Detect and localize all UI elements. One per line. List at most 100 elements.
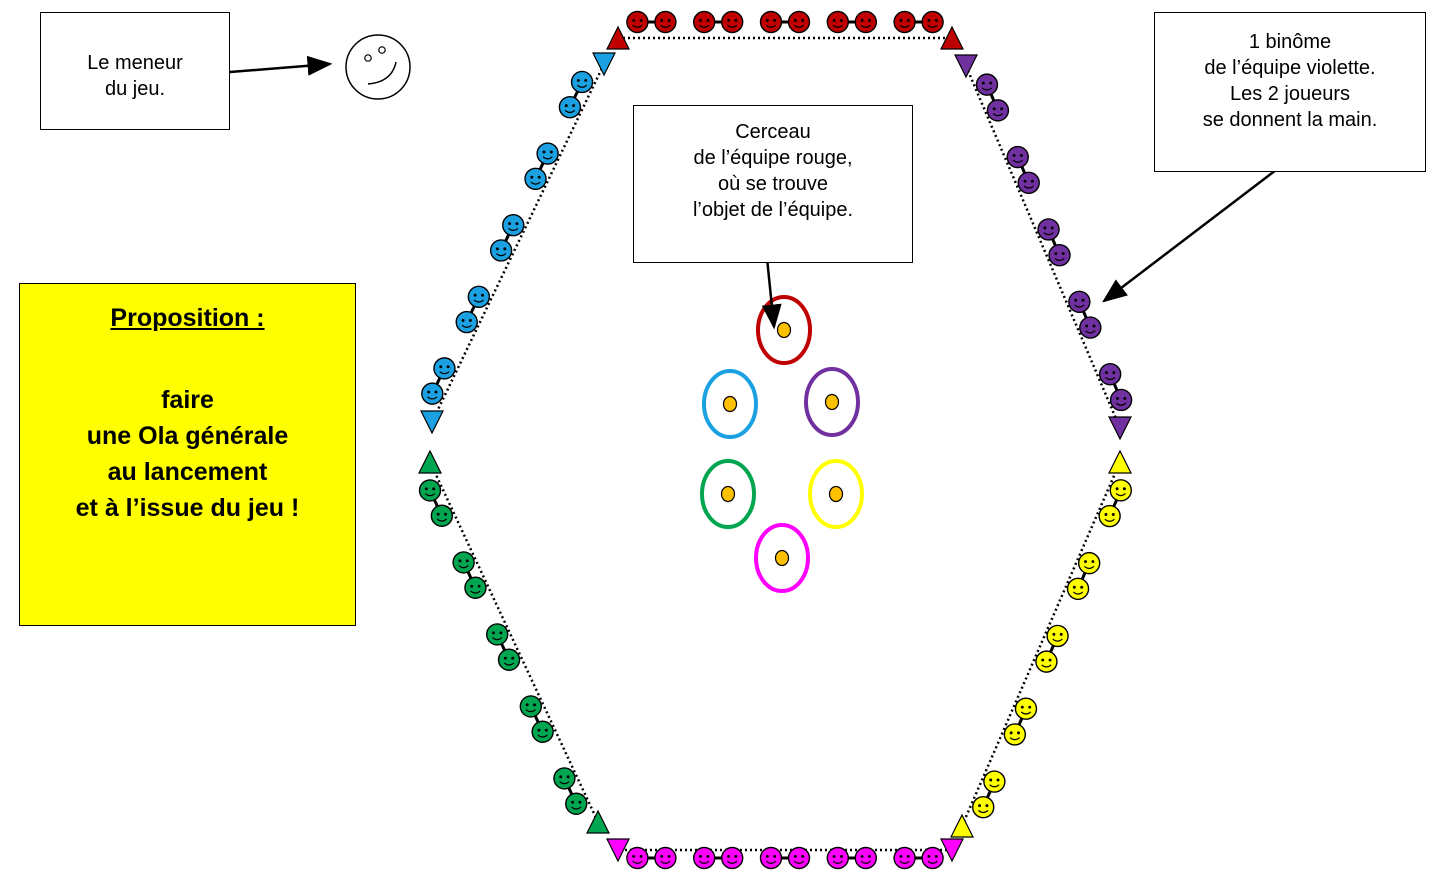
triangle-icon: [940, 838, 964, 863]
hoop-icon: [756, 295, 812, 365]
object-dot-icon: [720, 485, 736, 503]
players-layer: [418, 10, 1133, 870]
smiley-face-icon: [519, 695, 543, 718]
smiley-face-icon: [1079, 316, 1102, 339]
triangle-icon: [592, 52, 616, 77]
proposal-line: et à l’issue du jeu !: [75, 494, 300, 522]
pair-callout-line: Les 2 joueurs: [1229, 83, 1351, 105]
smiley-face-icon: [1003, 723, 1027, 746]
field-line: [964, 65, 1122, 429]
smiley-face-icon: [489, 239, 513, 262]
smiley-face-icon: [654, 846, 677, 870]
proposal-title: Proposition :: [110, 304, 265, 332]
smiley-face-icon: [921, 846, 944, 870]
hoop-icon: [808, 459, 864, 529]
smiley-face-icon: [787, 10, 811, 34]
pair-callout-line: se donnent la main.: [1202, 109, 1378, 131]
smiley-face-icon: [1098, 363, 1122, 386]
smiley-face-icon: [721, 10, 744, 34]
pair-callout: 1 binôme de l’équipe violette. Les 2 jou…: [1154, 12, 1426, 172]
smiley-face-icon: [893, 846, 916, 870]
pair-callout-line: de l’équipe violette.: [1204, 57, 1376, 79]
hoop-icon: [700, 459, 756, 529]
smiley-face-icon: [418, 479, 442, 502]
smiley-face-icon: [536, 142, 559, 165]
leader-callout-line: du jeu.: [104, 78, 166, 100]
smiley-face-icon: [626, 10, 649, 34]
smiley-face-icon: [452, 551, 475, 574]
hoop-callout-line: l’objet de l’équipe.: [692, 199, 854, 221]
smiley-face-icon: [626, 846, 649, 870]
triangle-icon: [1108, 449, 1132, 474]
smiley-face-icon: [1014, 697, 1038, 720]
smiley-face-icon: [455, 310, 478, 334]
smiley-face-icon: [1098, 504, 1121, 528]
object-dot-icon: [776, 321, 792, 339]
triangle-icon: [606, 25, 630, 50]
smiley-face-icon: [893, 10, 916, 34]
smiley-face-icon: [983, 770, 1006, 793]
smiley-face-icon: [826, 846, 849, 870]
field-line: [430, 63, 606, 423]
hoop-icon: [702, 369, 758, 439]
triangle-icon: [950, 813, 974, 838]
hoop-callout-line: Cerceau: [735, 121, 811, 143]
smiley-face-icon: [430, 504, 454, 527]
smiley-face-icon: [1109, 479, 1132, 502]
hoops-layer: [700, 295, 864, 593]
smiley-face-icon: [524, 167, 547, 191]
smiley-face-icon: [502, 213, 525, 237]
smiley-face-icon: [693, 846, 716, 870]
hoop-icon: [804, 367, 860, 437]
object-dot-icon: [774, 549, 790, 567]
smiley-face-icon: [854, 846, 877, 870]
smiley-face-icon: [975, 73, 999, 96]
field-line: [428, 461, 600, 823]
smiley-face-icon: [433, 357, 456, 380]
smiley-face-icon: [693, 10, 716, 34]
smiley-face-icon: [1109, 388, 1133, 412]
smiley-face-icon: [1077, 551, 1101, 575]
hoop-icon: [754, 523, 810, 593]
object-dot-icon: [824, 393, 840, 411]
smiley-face-icon: [759, 10, 783, 34]
smiley-face-icon: [570, 70, 594, 94]
smiley-face-icon: [1048, 243, 1071, 267]
hoop-arrow: [761, 257, 782, 330]
object-dot-icon: [722, 395, 738, 413]
smiley-face-icon: [787, 846, 811, 870]
smiley-face-icon: [759, 846, 783, 870]
smiley-face-icon: [558, 96, 582, 119]
game-leader: [345, 34, 411, 100]
callout-arrows: [229, 55, 1277, 330]
pair-arrow: [1102, 169, 1277, 303]
smiley-face-icon: [1006, 145, 1029, 169]
smiley-face-icon: [921, 10, 944, 34]
smiley-face-icon: [986, 99, 1010, 122]
pair-callout-line: 1 binôme: [1248, 31, 1332, 53]
smiley-face-icon: [497, 648, 521, 671]
proposal-line: une Ola générale: [86, 422, 289, 450]
smiley-face-icon: [972, 796, 995, 819]
smiley-face-icon: [553, 767, 576, 790]
smiley-face-icon: [467, 285, 491, 308]
smiley-face-icon: [854, 10, 877, 34]
hoop-callout: Cerceau de l’équipe rouge, où se trouve …: [633, 105, 913, 263]
smiley-face-icon: [1068, 290, 1091, 314]
triangle-icon: [940, 25, 964, 50]
field-dotted-lines: [428, 36, 1122, 852]
smiley-face-icon: [345, 34, 411, 100]
leader-callout: Le meneur du jeu.: [40, 12, 230, 130]
smiley-face-icon: [1046, 624, 1069, 648]
object-dot-icon: [828, 485, 844, 503]
hoop-callout-line: de l’équipe rouge,: [693, 147, 853, 169]
smiley-face-icon: [421, 382, 444, 405]
smiley-face-icon: [654, 10, 677, 34]
triangle-icon: [418, 449, 442, 474]
smiley-face-icon: [1066, 577, 1090, 601]
proposal-box: Proposition : faire une Ola générale au …: [19, 283, 356, 626]
triangle-icon: [954, 54, 978, 79]
smiley-face-icon: [1035, 650, 1058, 673]
leader-callout-line: Le meneur: [87, 52, 183, 74]
